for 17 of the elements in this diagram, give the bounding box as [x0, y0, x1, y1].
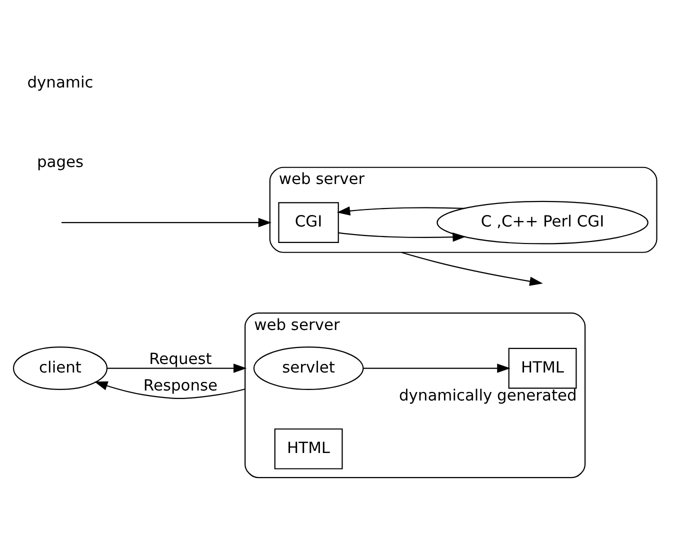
- node-box: HTML: [274, 428, 342, 470]
- node-box: CGI: [278, 202, 338, 243]
- edge-label: Request: [148, 350, 212, 368]
- node-box: HTML: [508, 348, 576, 389]
- arrow: [106, 364, 246, 373]
- arrow: [94, 381, 245, 399]
- node-label: dynamically generated: [398, 386, 576, 405]
- arrow: [400, 252, 542, 286]
- arrow: [362, 364, 510, 373]
- node-ellipse: C ,C++ Perl CGI: [436, 200, 648, 244]
- label: dynamic: [26, 74, 93, 92]
- arrow: [61, 218, 272, 228]
- edge-label: Response: [142, 376, 218, 395]
- arrow: [338, 232, 466, 242]
- node-ellipse: servlet: [252, 346, 364, 390]
- label: pages: [36, 153, 84, 172]
- arrow: [336, 206, 464, 216]
